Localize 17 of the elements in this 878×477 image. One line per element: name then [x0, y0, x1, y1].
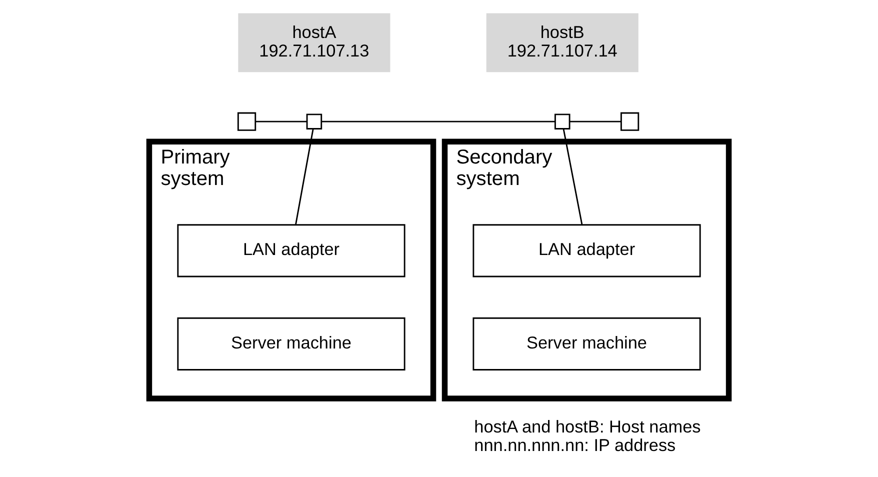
- node-box: [620, 112, 640, 131]
- node-box: [306, 114, 322, 130]
- node-box: LAN adapter: [177, 224, 406, 278]
- label: hostA and hostB: Host names: [474, 416, 701, 436]
- label: nnn.nn.nnn.nn: IP address: [474, 434, 676, 455]
- node-box: Server machine: [472, 317, 701, 370]
- connector: [570, 120, 621, 122]
- node-box: hostB 192.71.107.14: [486, 13, 638, 72]
- connector: [295, 128, 314, 225]
- node-box: Server machine: [177, 317, 406, 370]
- node-box: [237, 112, 256, 131]
- connector: [321, 120, 555, 122]
- connector: [256, 120, 307, 122]
- connector: [562, 128, 583, 225]
- node-box: hostA 192.71.107.13: [238, 13, 390, 72]
- node-box: [554, 114, 570, 130]
- node-box: LAN adapter: [472, 224, 701, 278]
